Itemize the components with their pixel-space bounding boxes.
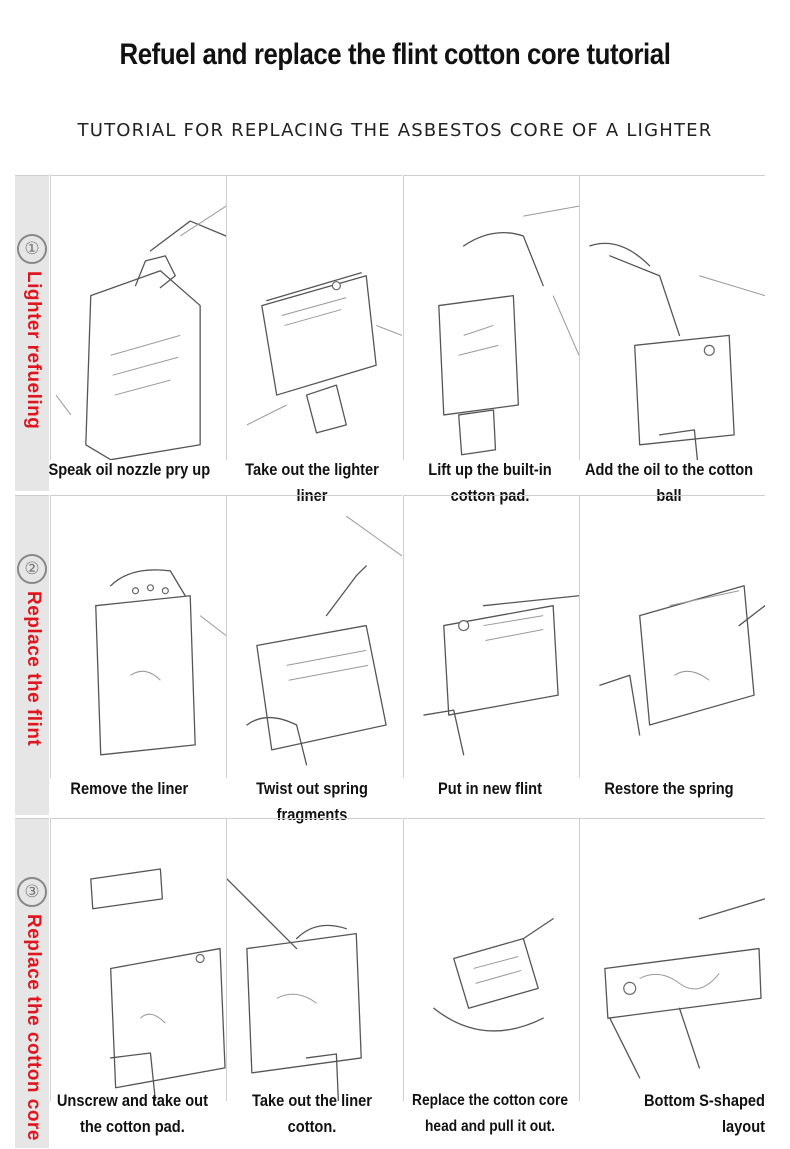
step-illustration-cotton-pad bbox=[403, 175, 579, 460]
section-label: Replace the flint bbox=[23, 591, 44, 747]
step-caption: Remove the liner bbox=[70, 779, 189, 798]
step-caption: Restore the spring bbox=[604, 779, 734, 798]
section-replace-flint: ② Replace the flint Remove the liner Twi… bbox=[15, 495, 765, 824]
step-illustration-oil-can bbox=[50, 175, 226, 460]
section-sidebar: ① Lighter refueling bbox=[15, 175, 49, 491]
section-label: Replace the cotton core bbox=[23, 914, 44, 1141]
step-illustration-liner bbox=[226, 175, 402, 460]
step-illustration-liner-cotton bbox=[226, 818, 402, 1101]
step-illustration-unscrew-pad bbox=[50, 818, 226, 1101]
section-lighter-refueling: ① Lighter refueling Speak oil nozzle pry… bbox=[15, 175, 765, 505]
step-caption: Speak oil nozzle pry up bbox=[48, 460, 211, 479]
section-number: ① bbox=[17, 234, 47, 264]
step-illustration-add-oil bbox=[579, 175, 765, 460]
section-label: Lighter refueling bbox=[23, 271, 44, 430]
step-illustration-spring bbox=[226, 495, 402, 778]
step-illustration-cotton-head bbox=[403, 818, 579, 1101]
step-caption: Take out the liner cotton. bbox=[252, 1091, 372, 1136]
section-replace-cotton-core: ③ Replace the cotton core Unscrew and ta… bbox=[15, 818, 765, 1148]
section-sidebar: ③ Replace the cotton core bbox=[15, 818, 49, 1148]
step-caption: Unscrew and take out the cotton pad. bbox=[56, 1091, 208, 1136]
step-caption: Put in new flint bbox=[438, 779, 542, 798]
step-illustration-s-layout bbox=[579, 818, 765, 1101]
step-illustration-new-flint bbox=[403, 495, 579, 778]
step-illustration-remove-liner bbox=[50, 495, 226, 778]
section-sidebar: ② Replace the flint bbox=[15, 495, 49, 815]
step-illustration-restore-spring bbox=[579, 495, 765, 778]
page-subtitle: TUTORIAL FOR REPLACING THE ASBESTOS CORE… bbox=[77, 120, 713, 141]
page-title: Refuel and replace the flint cotton core… bbox=[119, 38, 671, 71]
step-caption: Twist out spring fragments bbox=[256, 779, 368, 824]
step-caption: Bottom S-shaped layout bbox=[643, 1091, 765, 1136]
section-number: ② bbox=[17, 554, 47, 584]
step-caption: Replace the cotton core head and pull it… bbox=[412, 1092, 568, 1135]
section-number: ③ bbox=[17, 877, 47, 907]
